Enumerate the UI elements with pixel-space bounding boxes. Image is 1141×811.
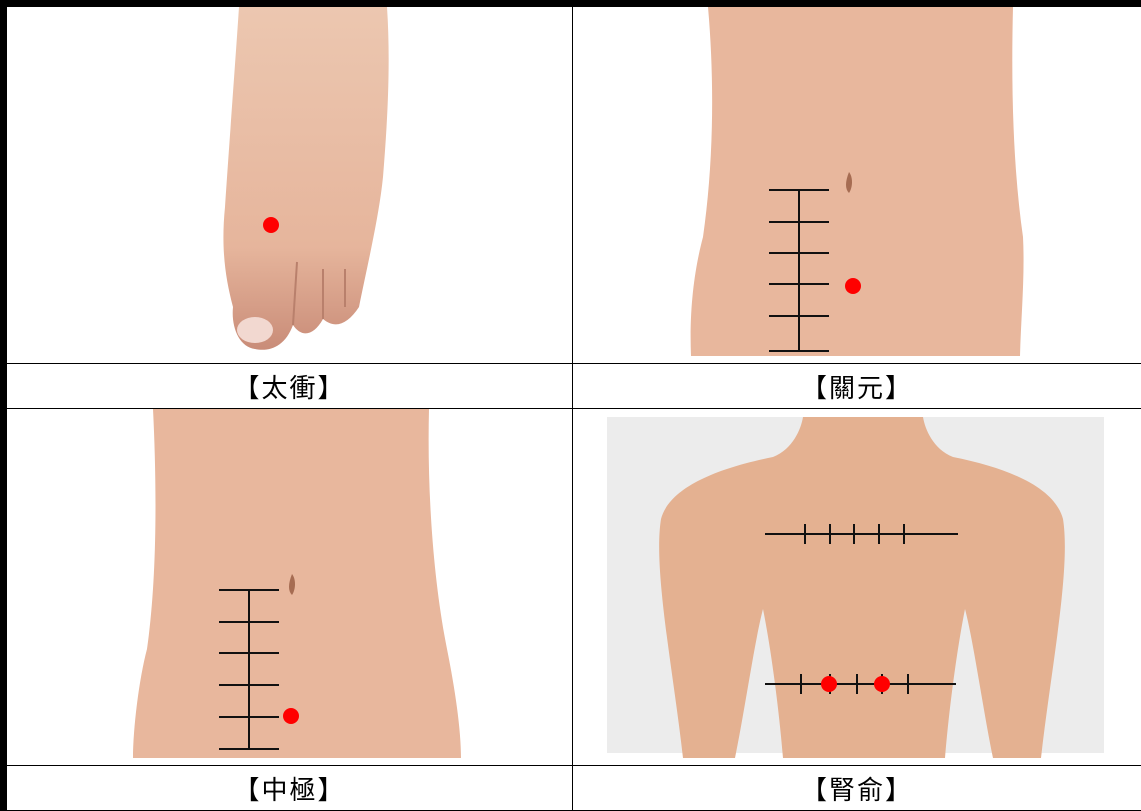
acupoint-marker-shenshu-left (821, 676, 837, 692)
back-image-cell (573, 408, 1141, 765)
foot-illustration (7, 7, 573, 356)
acupoint-label-zhongji: 【中極】 (233, 776, 345, 806)
torso-shape (133, 409, 461, 758)
foot-shape (223, 7, 388, 350)
abdomen-illustration-guanyuan (573, 7, 1141, 356)
abdomen-lower-image-cell (7, 408, 573, 765)
label-cell-taichong: 【太衝】 (7, 364, 573, 409)
acupoint-label-guanyuan: 【關元】 (801, 374, 913, 404)
torso-shape (691, 7, 1024, 356)
abdomen-upper-image-cell (573, 7, 1141, 364)
acupoint-grid: 【太衝】 【關元】 (6, 6, 1141, 811)
label-cell-zhongji: 【中極】 (7, 766, 573, 811)
big-toenail (237, 317, 273, 343)
abdomen-illustration-zhongji (7, 409, 573, 758)
acupoint-label-taichong: 【太衝】 (233, 374, 345, 404)
label-cell-shenshu: 【腎俞】 (573, 766, 1141, 811)
acupoint-marker-taichong (263, 217, 279, 233)
acupoint-marker-guanyuan (845, 278, 861, 294)
foot-image-cell (7, 7, 573, 364)
acupoint-marker-shenshu-right (874, 676, 890, 692)
back-illustration (573, 409, 1141, 758)
label-cell-guanyuan: 【關元】 (573, 364, 1141, 409)
acupoint-label-shenshu: 【腎俞】 (801, 776, 913, 806)
acupoint-marker-zhongji (283, 708, 299, 724)
